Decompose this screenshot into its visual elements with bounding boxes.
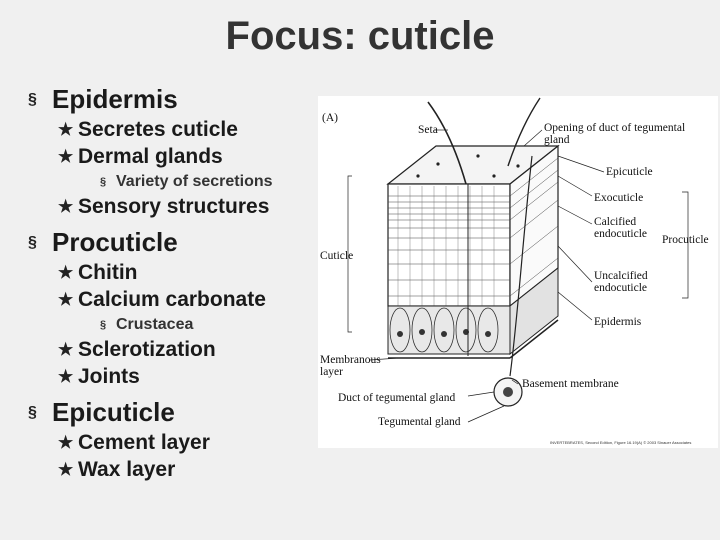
bullet-dermal-glands: ★Dermal glands — [58, 145, 223, 168]
bullet-procuticle: §Procuticle — [28, 227, 178, 257]
section-marker-icon: § — [28, 233, 37, 251]
bullet-epicuticle: §Epicuticle — [28, 397, 175, 427]
bullet-calcium-carbonate: ★Calcium carbonate — [58, 288, 266, 311]
section-marker-icon: § — [28, 403, 37, 421]
bullet-variety-of-secretions: §Variety of secretions — [100, 173, 273, 190]
label-calcified-endocuticle: Calcified endocuticle — [594, 216, 648, 240]
cuticle-illustration — [347, 97, 689, 423]
star-marker-icon: ★ — [58, 263, 74, 282]
cuticle-diagram: (A) Seta Opening of duct of tegumental g… — [318, 96, 718, 448]
bullet-wax-layer: ★Wax layer — [58, 458, 176, 481]
section-marker-icon: § — [100, 319, 107, 331]
bullet-epidermis: §Epidermis — [28, 84, 178, 114]
bullet-secretes-cuticle: ★Secretes cuticle — [58, 118, 238, 141]
label-opening-of-duct: Opening of duct of tegumental gland — [544, 122, 686, 146]
bullet-joints: ★Joints — [58, 365, 140, 388]
star-marker-icon: ★ — [58, 147, 74, 166]
label-basement-membrane: Basement membrane — [522, 378, 619, 390]
star-marker-icon: ★ — [58, 197, 74, 216]
bullet-cement-layer: ★Cement layer — [58, 431, 210, 454]
section-marker-icon: § — [28, 90, 37, 108]
bullet-crustacea: §Crustacea — [100, 316, 194, 333]
label-duct-of-tegumental-gland: Duct of tegumental gland — [338, 392, 456, 404]
star-marker-icon: ★ — [58, 340, 74, 359]
label-tegumental-gland: Tegumental gland — [378, 416, 461, 428]
star-marker-icon: ★ — [58, 290, 74, 309]
star-marker-icon: ★ — [58, 460, 74, 479]
figure-credit: INVERTEBRATES, Second Edition, Figure 16… — [550, 440, 692, 445]
label-uncalcified-endocuticle: Uncalcified endocuticle — [594, 270, 648, 294]
bullet-sensory-structures: ★Sensory structures — [58, 195, 270, 218]
label-seta: Seta — [418, 124, 438, 136]
section-marker-icon: § — [100, 176, 107, 188]
bullet-list: §Epidermis ★Secretes cuticle ★Dermal gla… — [28, 80, 328, 485]
star-marker-icon: ★ — [58, 367, 74, 386]
panel-label: (A) — [322, 112, 338, 124]
bullet-chitin: ★Chitin — [58, 261, 138, 284]
star-marker-icon: ★ — [58, 433, 74, 452]
bullet-sclerotization: ★Sclerotization — [58, 338, 216, 361]
label-membranous-layer: Membranous layer — [320, 354, 381, 378]
label-procuticle: Procuticle — [662, 234, 709, 246]
star-marker-icon: ★ — [58, 120, 74, 139]
slide-title: Focus: cuticle — [225, 14, 495, 58]
label-cuticle: Cuticle — [320, 250, 354, 262]
label-epidermis: Epidermis — [594, 316, 642, 328]
label-exocuticle: Exocuticle — [594, 192, 644, 204]
label-epicuticle: Epicuticle — [606, 166, 653, 178]
